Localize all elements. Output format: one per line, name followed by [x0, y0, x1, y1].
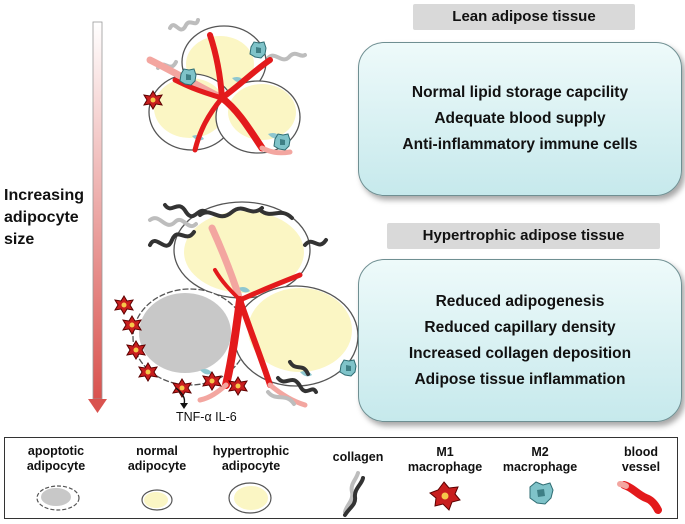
hypertrophic-adipocyte: [173, 201, 311, 299]
m2-macrophage: [273, 133, 291, 151]
m1-macrophage: [228, 376, 248, 396]
legend-icons: [36, 471, 662, 517]
normal-adipocyte-icon: [141, 489, 173, 511]
m1-macrophage: [114, 295, 134, 315]
legend-label-apoptotic: apoptotic adipocyte: [26, 444, 86, 473]
cytokine-label: TNF-α IL-6: [176, 410, 237, 424]
legend-label-vessel: blood vessel: [621, 445, 661, 474]
legend: [4, 437, 678, 519]
m2-macrophage: [249, 41, 267, 59]
hypertrophic-adipocyte: [233, 285, 359, 387]
lean-tissue-illustration: [143, 18, 307, 156]
hypertrophic-tissue-illustration: [114, 201, 359, 409]
m2-macrophage: [179, 68, 197, 86]
hypertrophic-point: Reduced adipogenesis: [435, 292, 605, 310]
m1-macrophage-icon: [429, 481, 461, 511]
collagen: [148, 203, 328, 406]
lean-point: Anti-inflammatory immune cells: [402, 136, 638, 153]
legend-label-normal: normal adipocyte: [127, 444, 187, 473]
hypertrophic-tissue-box: Reduced adipogenesis Reduced capillary d…: [358, 259, 682, 422]
apoptotic-adipocyte-icon: [36, 485, 80, 511]
m2-macrophage-icon: [529, 481, 554, 505]
hypertrophic-point: Reduced capillary density: [424, 318, 616, 336]
legend-label-m1: M1 macrophage: [407, 445, 483, 474]
hypertrophic-tissue-title: Hypertrophic adipose tissue: [387, 223, 660, 249]
axis-label: Increasing adipocyte size: [4, 187, 85, 248]
hypertrophic-adipocyte-icon: [228, 482, 272, 514]
blood-vessel: [197, 224, 308, 408]
collagen-icon: [343, 471, 365, 517]
hypertrophic-point: Increased collagen deposition: [408, 344, 632, 362]
legend-label-hypertrophic: hypertrophic adipocyte: [212, 444, 290, 473]
increasing-size-arrow: [88, 21, 107, 413]
lean-point: Adequate blood supply: [434, 110, 606, 127]
blood-vessel-icon: [617, 481, 662, 514]
legend-label-m2: M2 macrophage: [502, 445, 578, 474]
legend-label-collagen: collagen: [332, 450, 384, 464]
lean-tissue-title: Lean adipose tissue: [413, 4, 635, 30]
m2-macrophage: [339, 359, 357, 377]
lean-point: Normal lipid storage capcility: [411, 84, 629, 101]
lean-tissue-box: Normal lipid storage capcility Adequate …: [358, 42, 682, 196]
hypertrophic-point: Adipose tissue inflammation: [414, 370, 626, 388]
